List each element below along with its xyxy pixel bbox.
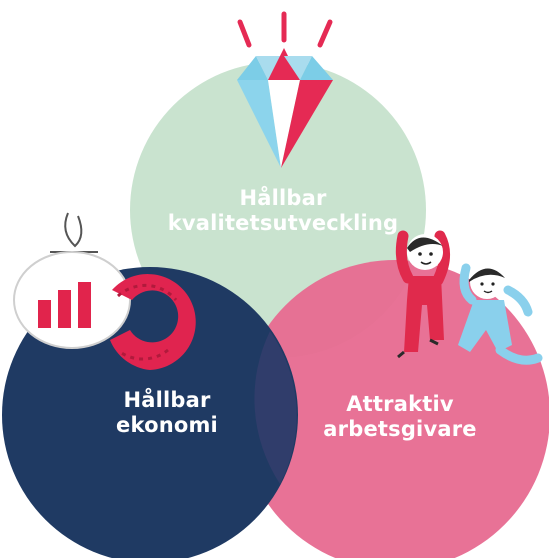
label-employer-line1: Attraktiv [346, 392, 454, 416]
label-quality-line2: kvalitetsutveckling [167, 210, 399, 235]
label-economy-line1: Hållbar [123, 388, 211, 412]
bar-chart-icon [38, 282, 91, 328]
wreath-icon [110, 274, 196, 370]
label-quality-line1: Hållbar [239, 186, 327, 210]
label-economy-line2: ekonomi [116, 412, 218, 437]
label-employer-line2: arbetsgivare [323, 416, 477, 441]
label-quality: Hållbar kvalitetsutveckling [148, 186, 418, 236]
diamond-icon [237, 11, 333, 168]
blue-figure-icon [458, 263, 543, 365]
overlap-economy-employer [254, 331, 297, 484]
red-figure-icon [395, 230, 450, 359]
label-economy: Hållbar ekonomi [72, 388, 262, 438]
label-employer: Attraktiv arbetsgivare [310, 392, 490, 442]
ornament-icon [13, 212, 131, 349]
